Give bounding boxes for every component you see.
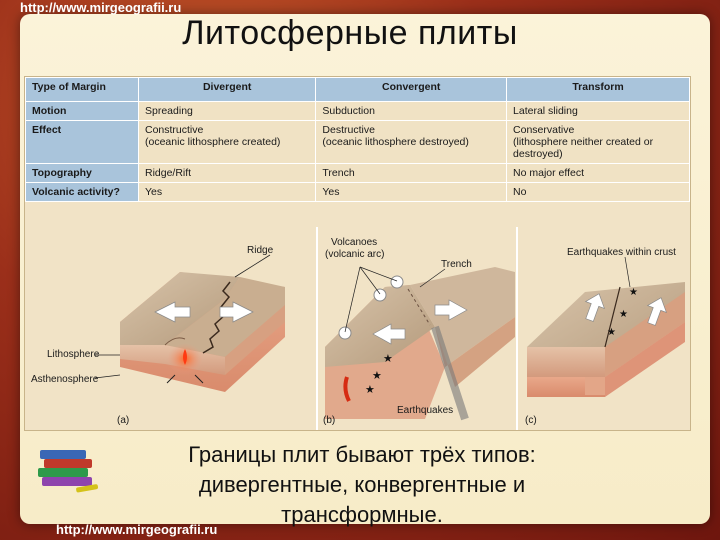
- label-volcanic-arc: (volcanic arc): [325, 249, 384, 260]
- svg-text:★: ★: [619, 309, 628, 320]
- svg-text:★: ★: [365, 384, 375, 396]
- label-ridge: Ridge: [247, 245, 274, 256]
- site-url-top[interactable]: http://www.mirgeografii.ru: [20, 0, 182, 15]
- table-cell: Trench: [315, 163, 508, 183]
- table-cell: No: [506, 182, 690, 202]
- svg-text:★: ★: [607, 327, 616, 338]
- convergent-block: ★ ★ ★: [325, 266, 515, 421]
- table-row: Motion Spreading Subduction Lateral slid…: [25, 101, 690, 121]
- header-transform: Transform: [506, 77, 690, 102]
- page-title: Литосферные плиты: [182, 14, 518, 52]
- table-cell: No major effect: [506, 163, 690, 183]
- table-cell: Yes: [315, 182, 508, 202]
- table-cell: Ridge/Rift: [137, 163, 317, 183]
- table-cell: Conservative (lithosphere neither create…: [506, 120, 690, 164]
- table-row: Effect Constructive (oceanic lithosphere…: [25, 120, 690, 164]
- svg-text:★: ★: [629, 287, 638, 298]
- label-panel-a: (a): [117, 415, 129, 426]
- header-convergent: Convergent: [315, 77, 508, 102]
- caption-line-3: трансформные.: [281, 502, 443, 527]
- label-panel-c: (c): [525, 415, 537, 426]
- books-icon: [38, 450, 99, 493]
- site-url-bottom[interactable]: http://www.mirgeografii.ru: [56, 522, 218, 537]
- row-label-effect: Effect: [25, 120, 139, 164]
- table-row: Topography Ridge/Rift Trench No major ef…: [25, 163, 690, 183]
- plate-margins-figure: Type of Margin Divergent Convergent Tran…: [24, 76, 691, 431]
- svg-text:★: ★: [372, 370, 382, 382]
- table-row: Volcanic activity? Yes Yes No: [25, 182, 690, 202]
- caption-line-1: Границы плит бывают трёх типов:: [188, 442, 536, 467]
- transform-block: ★ ★ ★: [527, 256, 685, 397]
- plate-margins-table: Type of Margin Divergent Convergent Tran…: [25, 77, 690, 202]
- row-label-motion: Motion: [25, 101, 139, 121]
- table-cell: Lateral sliding: [506, 101, 690, 121]
- table-header-row: Type of Margin Divergent Convergent Tran…: [25, 77, 690, 102]
- row-label-topography: Topography: [25, 163, 139, 183]
- header-divergent: Divergent: [137, 77, 317, 102]
- header-type-of-margin: Type of Margin: [25, 77, 139, 102]
- label-asthenosphere: Asthenosphere: [31, 374, 99, 385]
- caption-line-2: дивергентные, конвергентные и: [198, 472, 526, 497]
- table-cell: Destructive (oceanic lithosphere destroy…: [315, 120, 508, 164]
- diagram-svg: Ridge Lithosphere Asthenosphere (a): [31, 227, 685, 430]
- divergent-block: [94, 254, 285, 392]
- label-earthquakes-within-crust: Earthquakes within crust: [567, 247, 676, 258]
- table-cell: Subduction: [315, 101, 508, 121]
- label-earthquakes: Earthquakes: [397, 405, 453, 416]
- table-cell: Spreading: [137, 101, 317, 121]
- label-lithosphere: Lithosphere: [47, 349, 100, 360]
- caption: Границы плит бывают трёх типов: диверген…: [112, 440, 612, 530]
- table-cell: Yes: [137, 182, 317, 202]
- label-trench: Trench: [441, 259, 472, 270]
- row-label-volcanic-activity: Volcanic activity?: [25, 182, 139, 202]
- label-volcanoes: Volcanoes: [331, 237, 377, 248]
- table-cell: Constructive (oceanic lithosphere create…: [137, 120, 317, 164]
- plate-boundary-diagrams: Ridge Lithosphere Asthenosphere (a): [25, 227, 690, 430]
- svg-text:★: ★: [383, 353, 393, 365]
- label-panel-b: (b): [323, 415, 335, 426]
